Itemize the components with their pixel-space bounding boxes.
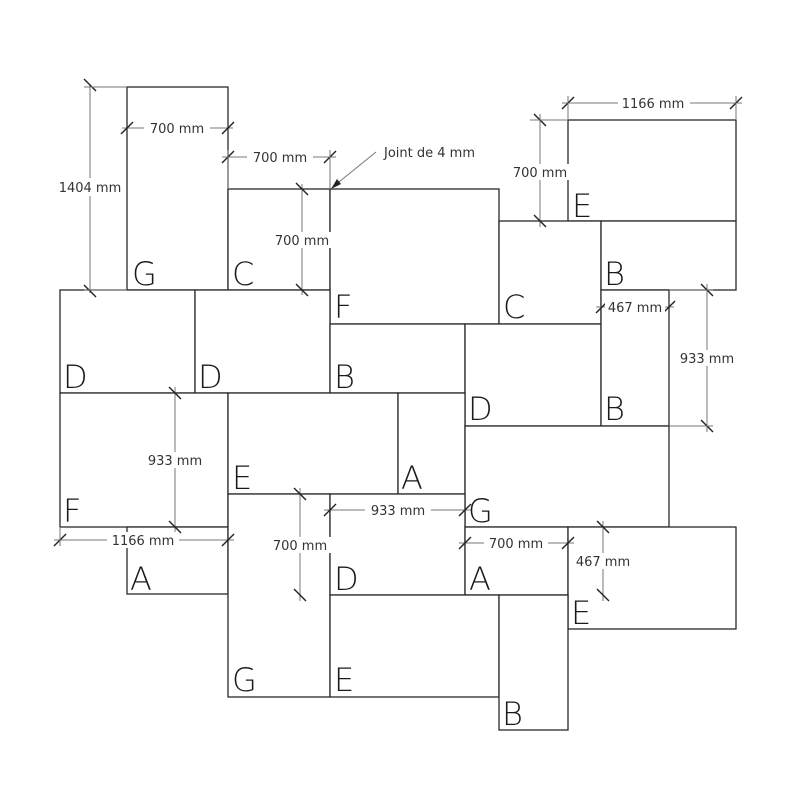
slab-b-right-1 [600,220,737,291]
slab-c-right [498,220,602,325]
dim-label-700-g-width: 700 mm [150,122,204,137]
slab-letter-b-bottom: B [502,695,523,733]
slab-letter-g-bottom: G [232,661,257,699]
dim-label-700-c-width: 700 mm [253,151,307,166]
slab-letter-g-top: G [132,255,157,293]
slab-letter-c-top: C [232,255,254,293]
slab-letter-d-mid-right: D [468,390,493,428]
slab-letter-a-left: A [130,560,152,598]
dim-label-700-c-height: 700 mm [275,234,329,249]
slab-e-bottom-right [567,526,737,630]
joint-note-label: Joint de 4 mm [383,146,475,161]
dim-label-700-g-bottom: 700 mm [273,539,327,554]
slab-letter-f-top: F [334,288,352,326]
slab-letter-a-bottom-right: A [469,560,491,598]
dim-label-1166-bottom-left: 1166 mm [112,534,175,549]
slab-letters-layer: G C F C E B D D B D B F E A G A G D A E … [63,187,625,733]
slab-d-mid-right [464,323,602,427]
slab-letter-b-mid: B [334,358,355,396]
slab-letter-f-left: F [63,492,81,530]
dim-label-933-left: 933 mm [148,454,202,469]
slab-e-bottom [329,594,500,698]
slab-letter-d-left-1: D [63,358,88,396]
slab-letter-c-right: C [503,288,525,326]
dim-label-467-bottom-right: 467 mm [576,555,630,570]
slab-letter-g-mid: G [468,492,493,530]
slab-letter-b-right-1: B [604,255,625,293]
slab-letter-b-right-2: B [604,390,625,428]
dim-label-1404: 1404 mm [59,181,122,196]
dim-label-933-mid: 933 mm [371,504,425,519]
slab-letter-e-top-right: E [572,187,592,225]
slab-letter-e-mid: E [232,459,252,497]
slab-letter-d-bottom: D [334,560,359,598]
slab-e-top-right [567,119,737,222]
joint-leader-line [333,151,377,187]
slab-d-left-2 [194,289,331,394]
slab-e-mid [227,392,399,495]
slabs-layer [59,86,737,731]
slab-g-bottom [227,493,331,698]
dimension-labels-layer: 1404 mm 700 mm 700 mm Joint de 4 mm 700 … [55,95,738,570]
slab-letter-e-bottom: E [334,661,354,699]
slab-letter-a-mid: A [401,459,423,497]
dim-label-700-top-right: 700 mm [513,166,567,181]
dim-label-467-right: 467 mm [608,301,662,316]
slab-d-left-1 [59,289,196,394]
slab-letter-e-bottom-right: E [571,594,591,632]
slab-letter-d-left-2: D [198,358,223,396]
dim-label-933-right: 933 mm [680,352,734,367]
slab-b-bottom [498,594,569,731]
slab-f-top [329,188,500,325]
dim-label-700-a-bottom: 700 mm [489,537,543,552]
dim-label-1166-top-right: 1166 mm [622,97,685,112]
slab-g-mid [464,425,670,528]
